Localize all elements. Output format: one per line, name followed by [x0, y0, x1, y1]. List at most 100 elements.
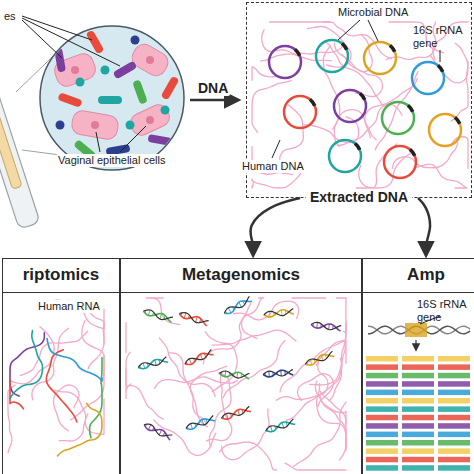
- nucleic-strand: [89, 358, 102, 438]
- rna-content: [8, 300, 104, 456]
- 16s-gene-mark: [355, 143, 360, 149]
- nucleic-strand: [209, 373, 231, 447]
- amplicon-read: [366, 423, 398, 429]
- leader-line: [368, 20, 378, 41]
- leader-line: [272, 140, 280, 158]
- nucleic-strand: [10, 331, 43, 399]
- leader-line: [22, 18, 120, 66]
- nucleic-strand: [320, 396, 346, 424]
- dna-fragment: [263, 308, 293, 318]
- dna-fragment: [311, 321, 342, 331]
- method-panel: Amp: [362, 258, 474, 474]
- amplicon-read: [366, 457, 398, 463]
- nucleic-strand: [126, 369, 163, 419]
- leader-line: [22, 16, 92, 40]
- zoom-circle: [40, 26, 184, 170]
- amplicon-read: [438, 457, 470, 463]
- leader-line: [120, 126, 146, 152]
- callout-label: es: [2, 10, 18, 23]
- amplicon-read: [366, 406, 398, 412]
- amplicon-read: [366, 415, 398, 421]
- microbial-genome: [429, 114, 461, 146]
- amplicon-read: [366, 381, 398, 387]
- nucleic-strand: [125, 323, 126, 353]
- amplicon-read: [402, 440, 434, 446]
- callout-label: Human RNA: [36, 300, 102, 313]
- amplicon-read: [366, 373, 398, 379]
- nucleic-strand: [219, 442, 276, 470]
- node-heading: Metagenomics: [121, 259, 361, 293]
- amplicon-read: [402, 465, 434, 471]
- epithelial-cell: [128, 41, 171, 80]
- nucleic-strand: [154, 420, 216, 455]
- amplicon-read: [438, 465, 470, 471]
- amplicon-read: [366, 356, 398, 362]
- 16s-gene-mark: [295, 49, 300, 55]
- nucleic-strand: [365, 78, 417, 137]
- amplicon-read: [366, 432, 398, 438]
- node-heading: Extracted DNA: [306, 189, 412, 205]
- leader-line: [440, 50, 441, 62]
- dna-fragment: [265, 419, 295, 434]
- amplicon-read: [438, 364, 470, 370]
- amplicon-read: [402, 415, 434, 421]
- nucleic-strand: [280, 341, 346, 392]
- leader-line: [96, 132, 100, 152]
- amplicon-read: [402, 432, 434, 438]
- amplicon-read: [402, 448, 434, 454]
- nucleic-strand: [126, 352, 131, 398]
- dna-fragment: [263, 369, 293, 377]
- amplicon-read: [402, 398, 434, 404]
- amplicon-read: [366, 440, 398, 446]
- amplicon-read: [366, 364, 398, 370]
- bacterium: [113, 61, 138, 80]
- nucleic-strand: [47, 338, 102, 381]
- dna-fragment: [178, 311, 208, 326]
- microbial-genome: [364, 42, 396, 74]
- amplicon-read: [402, 406, 434, 412]
- swab-tube: [0, 80, 40, 229]
- nucleic-strand: [212, 330, 296, 345]
- nucleic-strand: [329, 322, 346, 401]
- amplicon-read: [438, 423, 470, 429]
- nucleic-strand: [317, 384, 346, 451]
- bacterium: [132, 79, 148, 104]
- nucleic-strand: [206, 376, 231, 441]
- microbes: [52, 30, 180, 161]
- amplicon-read: [366, 398, 398, 404]
- microbial-genome: [316, 40, 348, 72]
- 16s-gene-mark: [438, 65, 443, 71]
- dna-fragment: [223, 296, 252, 316]
- nucleic-strand: [58, 403, 102, 456]
- callout-label: Human DNA: [240, 160, 306, 173]
- callout-label: 16S rRNA gene: [415, 298, 471, 323]
- amplicon-content: [366, 323, 470, 471]
- nucleic-strand: [169, 353, 207, 424]
- microbial-genome: [412, 62, 444, 94]
- bacterium: [98, 96, 122, 104]
- nucleic-strand: [46, 350, 77, 422]
- amplicon-read: [402, 373, 434, 379]
- microbial-genome: [334, 90, 366, 122]
- amplicon-read: [402, 381, 434, 387]
- node-heading: riptomics: [3, 259, 119, 293]
- flow-arrow: [418, 198, 430, 255]
- amplicon-read: [438, 440, 470, 446]
- nucleic-strand: [293, 402, 346, 467]
- microbial-genome: [269, 46, 301, 78]
- microbial-genome: [284, 96, 316, 128]
- method-panel: riptomics: [2, 258, 120, 474]
- dna-fragment: [143, 308, 173, 323]
- 16s-gene-mark: [455, 117, 460, 123]
- 16s-gene-mark: [310, 99, 315, 105]
- 16s-gene-mark: [408, 105, 413, 111]
- callout-label: 16S rRNA gene: [411, 24, 471, 49]
- nucleic-strand: [292, 297, 325, 298]
- amplicon-read: [402, 356, 434, 362]
- dna-fragment: [219, 370, 249, 379]
- amplicon-read: [402, 364, 434, 370]
- nucleic-strand: [159, 338, 215, 396]
- bacterium: [57, 92, 82, 108]
